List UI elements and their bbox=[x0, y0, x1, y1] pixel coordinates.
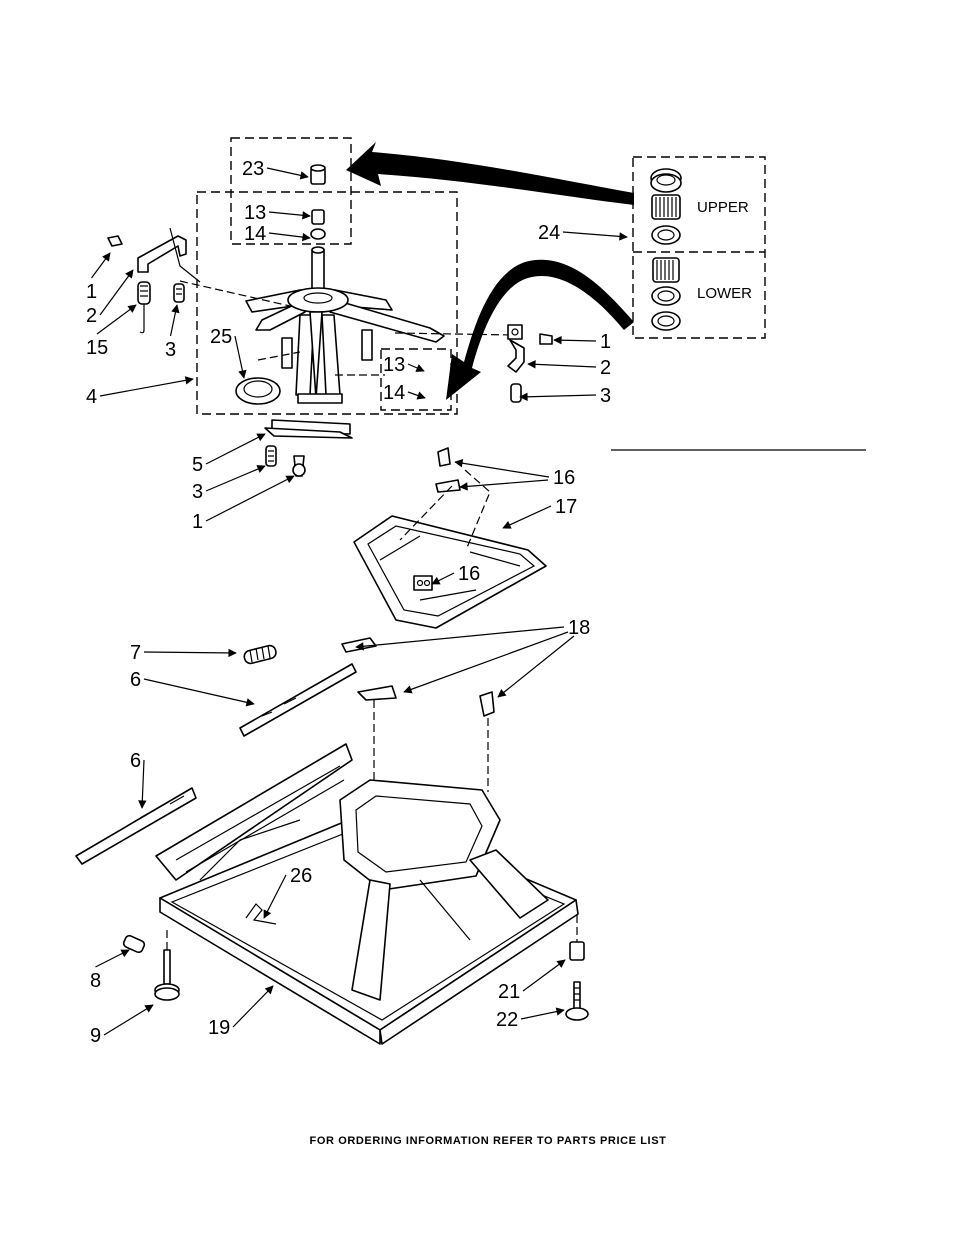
spring-and-bars bbox=[75, 637, 495, 870]
callout-c17: 17 bbox=[555, 496, 577, 518]
right-bracket-parts bbox=[507, 324, 553, 403]
callout-c3b: 3 bbox=[600, 385, 611, 407]
callout-c3a: 3 bbox=[165, 339, 176, 361]
callout-c13a: 13 bbox=[244, 202, 266, 224]
bearing-kit-box bbox=[632, 156, 766, 339]
suspension-bar bbox=[264, 419, 353, 477]
callout-c21: 21 bbox=[498, 981, 520, 1003]
callout-c2b: 2 bbox=[600, 357, 611, 379]
leader-c17 bbox=[502, 505, 552, 529]
callout-c16b: 16 bbox=[458, 563, 480, 585]
leader-c22 bbox=[520, 1007, 565, 1020]
leader-c18-3 bbox=[497, 635, 575, 698]
kit-label-upper: UPPER bbox=[697, 199, 749, 216]
leader-c5 bbox=[205, 433, 266, 465]
callout-c7: 7 bbox=[130, 642, 141, 664]
lower-kit-arrow bbox=[446, 259, 634, 400]
leader-c8 bbox=[95, 949, 130, 968]
leader-c25 bbox=[234, 335, 247, 379]
leader-c15 bbox=[96, 304, 137, 335]
leveling-feet bbox=[122, 915, 589, 1021]
leader-c2a bbox=[99, 269, 134, 316]
callout-c18: 18 bbox=[568, 617, 590, 639]
callout-c26: 26 bbox=[290, 865, 312, 887]
callout-c19: 19 bbox=[208, 1017, 230, 1039]
leader-c6a bbox=[143, 678, 255, 707]
leader-c7 bbox=[143, 648, 237, 658]
callout-c6b: 6 bbox=[130, 750, 141, 772]
leader-c16a bbox=[454, 459, 550, 478]
callout-c5: 5 bbox=[192, 454, 203, 476]
leader-c9 bbox=[103, 1004, 154, 1036]
base-frame bbox=[155, 743, 579, 1045]
footer-note: FOR ORDERING INFORMATION REFER TO PARTS … bbox=[310, 1135, 667, 1147]
leader-c23a bbox=[266, 167, 309, 180]
callout-c6a: 6 bbox=[130, 669, 141, 691]
leader-c26 bbox=[263, 874, 287, 919]
leader-c1b bbox=[553, 335, 597, 345]
callout-c9: 9 bbox=[90, 1025, 101, 1047]
callout-c14b: 14 bbox=[383, 382, 405, 404]
hub-assembly bbox=[179, 164, 515, 405]
callout-c8: 8 bbox=[90, 970, 101, 992]
tub-frame bbox=[353, 447, 547, 629]
main-dashed-box bbox=[196, 191, 458, 415]
leader-c2b bbox=[527, 360, 597, 369]
leader-c18 bbox=[355, 626, 565, 651]
callout-c13b: 13 bbox=[383, 354, 405, 376]
callout-c4: 4 bbox=[86, 386, 97, 408]
leader-c13a bbox=[268, 211, 311, 220]
leader-c19 bbox=[232, 985, 274, 1028]
bearing-kit-parts bbox=[650, 168, 682, 331]
leader-c16b bbox=[431, 572, 455, 585]
leader-c1a bbox=[91, 252, 111, 279]
callout-c2a: 2 bbox=[86, 305, 97, 327]
leader-c6b bbox=[138, 759, 147, 809]
leader-c14b bbox=[407, 391, 426, 400]
callout-c14a: 14 bbox=[244, 223, 266, 245]
leader-c24 bbox=[562, 231, 628, 241]
leader-c21 bbox=[522, 959, 566, 992]
callout-c16a: 16 bbox=[553, 467, 575, 489]
callout-c22: 22 bbox=[496, 1009, 518, 1031]
leader-c4 bbox=[99, 376, 194, 397]
callout-c24: 24 bbox=[538, 222, 560, 244]
callout-c1b: 1 bbox=[600, 331, 611, 353]
leader-c3a bbox=[169, 304, 180, 337]
leader-c16a-2 bbox=[459, 479, 549, 491]
leader-c1c bbox=[205, 475, 295, 522]
callout-c25: 25 bbox=[210, 326, 232, 348]
kit-label-lower: LOWER bbox=[697, 285, 752, 302]
callout-c1a: 1 bbox=[86, 281, 97, 303]
callout-c3c: 3 bbox=[192, 481, 203, 503]
leader-c14a bbox=[268, 232, 311, 242]
leader-c13b bbox=[407, 363, 425, 372]
left-bracket-parts bbox=[107, 227, 201, 334]
callout-c23a: 23 bbox=[242, 158, 264, 180]
leader-c3c bbox=[205, 465, 266, 492]
leader-c3b bbox=[519, 392, 597, 401]
upper-dashed-box bbox=[230, 137, 352, 245]
leader-c18-2 bbox=[403, 631, 569, 694]
callout-c1c: 1 bbox=[192, 511, 203, 533]
upper-kit-arrow bbox=[346, 142, 634, 205]
callout-c15: 15 bbox=[86, 337, 108, 359]
